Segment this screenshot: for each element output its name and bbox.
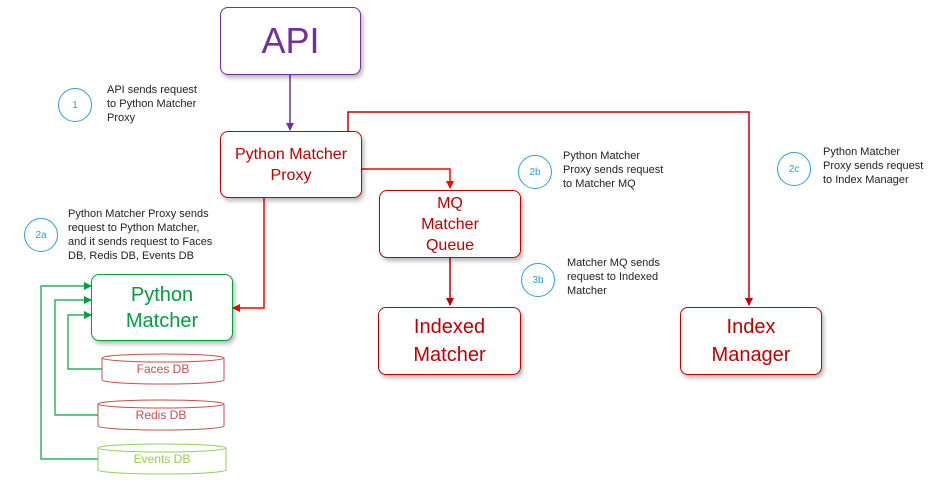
arrow-proxy-to-index-manager (347, 111, 753, 306)
events-db-cylinder (97, 443, 227, 475)
mq-matcher-queue-node: MQ Matcher Queue (379, 190, 521, 258)
api-node: API (220, 7, 361, 75)
python-matcher-node: Python Matcher (91, 274, 233, 341)
python-matcher-label: Python Matcher (125, 283, 199, 332)
arrow-faces-db-to-python-matcher (67, 311, 102, 370)
step-2a-note: Python Matcher Proxy sends request to Py… (68, 208, 213, 262)
faces-db-label: Faces DB (136, 362, 190, 376)
index-manager-label: Index Manager (711, 316, 791, 366)
redis-db-label: Redis DB (135, 408, 187, 422)
step-3b-note: Matcher MQ sends request to Indexed Matc… (567, 257, 660, 297)
api-label: API (261, 20, 320, 61)
python-matcher-proxy-label: Python Matcher Proxy (234, 145, 348, 184)
step-2c-note: Python Matcher Proxy sends request to In… (823, 146, 924, 186)
mq-matcher-queue-label: MQ Matcher Queue (421, 194, 479, 254)
step-3b-circle: 3b (521, 263, 555, 297)
step-1-note: API sends request to Python Matcher Prox… (107, 84, 197, 124)
step-2b-circle: 2b (518, 155, 552, 189)
python-matcher-proxy-node: Python Matcher Proxy (220, 131, 362, 198)
indexed-matcher-label: Indexed Matcher (413, 316, 486, 366)
redis-db-cylinder (97, 399, 225, 431)
faces-db-cylinder (101, 353, 225, 385)
step-2c-circle: 2c (777, 152, 811, 186)
indexed-matcher-node: Indexed Matcher (378, 307, 521, 375)
events-db-label: Events DB (133, 452, 191, 466)
index-manager-node: Index Manager (680, 307, 822, 375)
arrow-redis-db-to-python-matcher (54, 296, 98, 416)
step-2a-circle: 2a (24, 218, 58, 252)
arrow-events-db-to-python-matcher (40, 282, 98, 460)
step-1-circle: 1 (58, 88, 92, 122)
arrow-proxy-to-python-matcher (232, 198, 265, 312)
step-2b-note: Python Matcher Proxy sends request to Ma… (563, 150, 664, 190)
arrow-proxy-to-mq (362, 168, 454, 189)
